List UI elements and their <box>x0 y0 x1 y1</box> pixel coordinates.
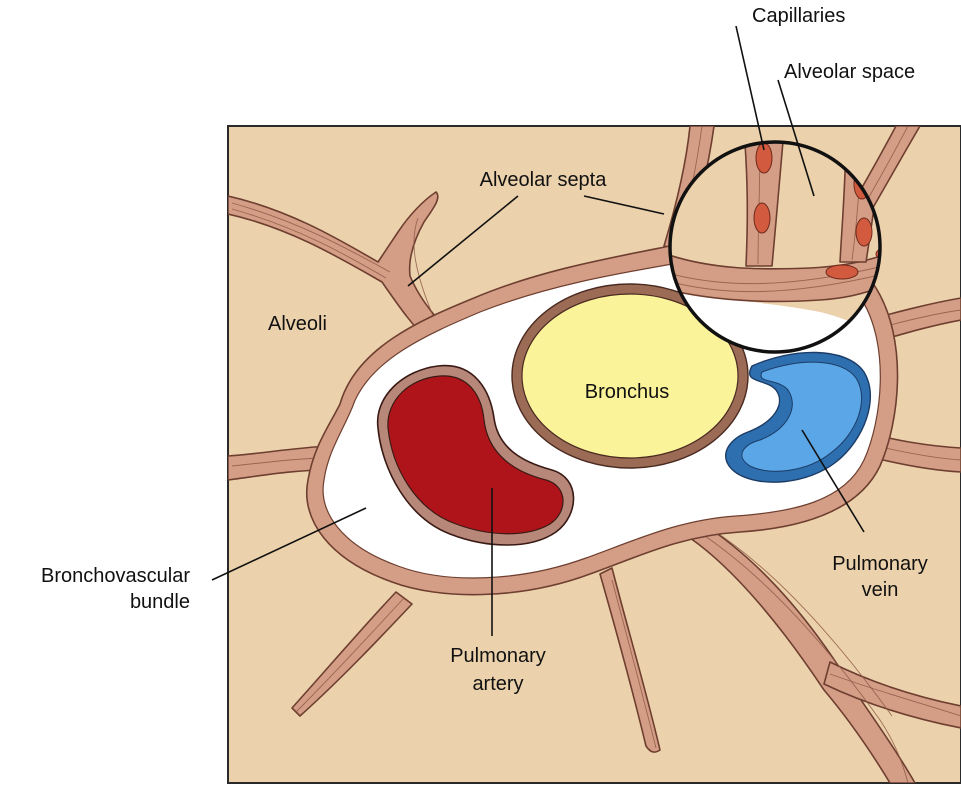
label-bronchus: Bronchus <box>585 381 670 403</box>
pulmonary-vein-lumen <box>741 361 863 472</box>
leader-alveolar-space <box>777 79 815 197</box>
label-alveolar-septa: Alveolar septa <box>480 169 608 191</box>
capillary <box>855 217 873 247</box>
capillary-inset <box>668 140 882 354</box>
label-pulmonary-artery-line2: artery <box>472 673 523 695</box>
septum-upper-left <box>228 191 449 343</box>
alveolar-septa-network <box>228 126 961 783</box>
label-bronchovascular-line1: Bronchovascular <box>41 565 190 587</box>
leader-bronchovascular <box>211 507 367 581</box>
label-alveolar-space: Alveolar space <box>784 61 915 83</box>
label-pulmonary-artery-line1: Pulmonary <box>450 645 546 667</box>
inset-septum-left <box>743 142 785 267</box>
septum-lower-right <box>689 521 916 783</box>
leader-capillaries <box>735 25 765 151</box>
leader-pulmonary-vein <box>801 429 865 533</box>
label-capillaries: Capillaries <box>752 5 845 27</box>
pulmonary-artery-lumen <box>387 375 564 535</box>
label-bronchovascular-line2: bundle <box>130 591 190 613</box>
inset-septum-horizontal <box>670 247 880 303</box>
label-alveoli: Alveoli <box>268 313 327 335</box>
label-pulmonary-vein-line1: Pulmonary <box>832 553 928 575</box>
capillary <box>825 264 859 280</box>
bronchus-lumen <box>521 293 739 459</box>
label-pulmonary-vein-line2: vein <box>862 579 899 601</box>
capillary <box>875 246 880 262</box>
capillary <box>753 202 771 234</box>
leader-alveolar-septa-right <box>583 195 665 215</box>
leader-alveolar-septa-left <box>407 195 519 287</box>
